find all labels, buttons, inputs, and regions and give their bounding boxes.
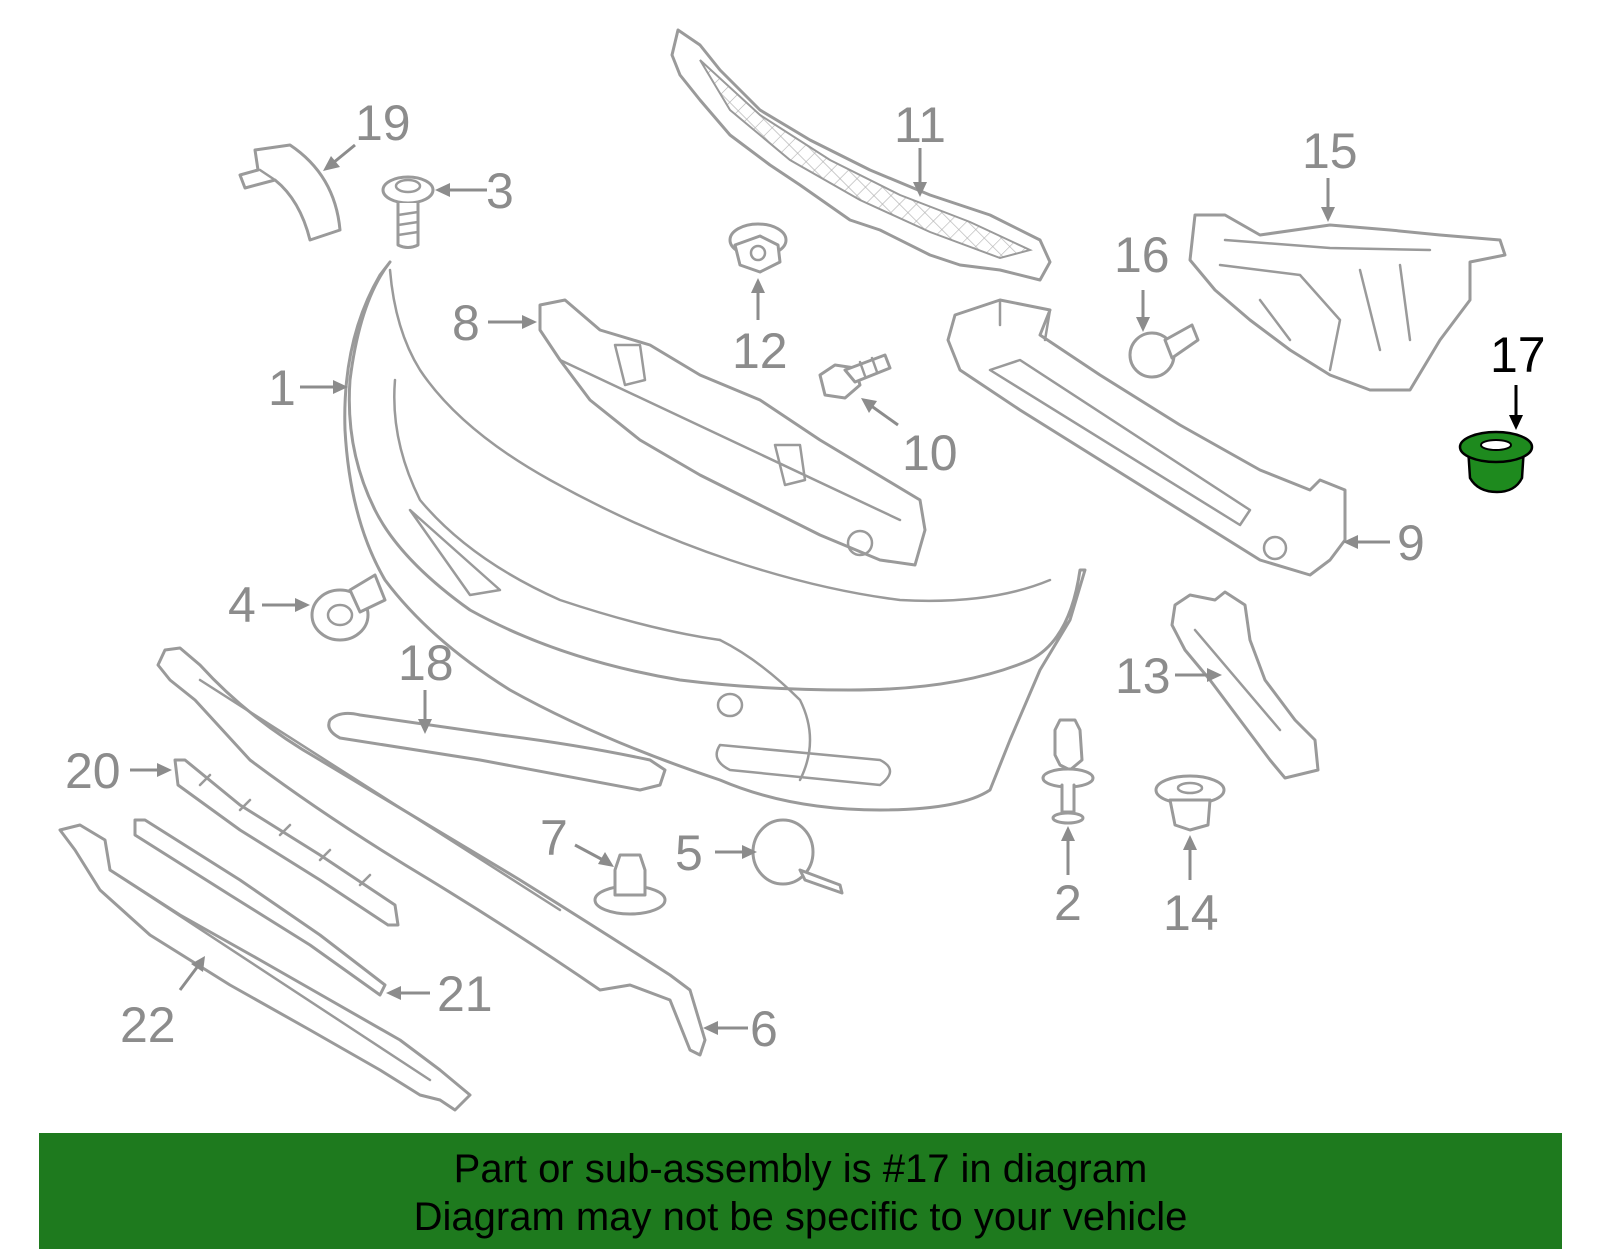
callout-18: 18 [398,635,454,734]
callout-4: 4 [228,577,310,633]
svg-text:7: 7 [540,810,568,866]
svg-text:15: 15 [1302,123,1358,179]
banner-line-disclaimer: Diagram may not be specific to your vehi… [413,1195,1188,1239]
callout-13: 13 [1115,648,1222,704]
svg-text:22: 22 [120,997,176,1053]
svg-text:2: 2 [1054,875,1082,931]
callout-9: 9 [1343,515,1425,571]
callout-7: 7 [540,810,614,867]
callout-2: 2 [1054,826,1082,931]
banner-line-part: Part or sub-assembly is #17 in diagram [453,1147,1148,1191]
svg-text:19: 19 [355,95,411,151]
svg-text:3: 3 [486,163,514,219]
part-2-rivet [1041,718,1095,825]
part-6-lip [156,646,707,1057]
callout-19: 19 [323,95,411,171]
callout-5: 5 [675,825,757,881]
svg-text:12: 12 [732,323,788,379]
svg-text:17: 17 [1490,327,1546,383]
part-16-pin [1128,323,1200,379]
part-9-beam [946,298,1347,577]
svg-text:1: 1 [268,360,296,416]
part-4-grommet [310,573,387,642]
part-18-strip [327,711,667,792]
part-21-trim [133,818,387,997]
part-5-cover [751,818,844,895]
callout-21: 21 [386,966,493,1022]
part-10-bolt [818,353,892,400]
svg-text:5: 5 [675,825,703,881]
callout-16: 16 [1114,227,1170,332]
part-1-bumper-cover [343,260,1087,812]
svg-text:21: 21 [437,966,493,1022]
svg-text:8: 8 [452,295,480,351]
svg-text:20: 20 [65,743,121,799]
callout-12: 12 [732,278,788,379]
callout-3: 3 [435,163,514,219]
svg-text:6: 6 [750,1001,778,1057]
callout-11: 11 [894,97,946,197]
svg-text:13: 13 [1115,648,1171,704]
callout-8: 8 [452,295,537,351]
part-17-highlighted-nut [1458,430,1534,494]
info-banner: Part or sub-assembly is #17 in diagram D… [39,1133,1562,1249]
svg-text:11: 11 [894,97,946,153]
part-14-nut [1154,774,1226,832]
callout-20: 20 [65,743,172,799]
callout-6: 6 [703,1001,778,1057]
svg-text:14: 14 [1163,885,1219,941]
part-13-bracket [1170,590,1320,780]
part-12-nut [728,222,788,274]
part-3-bolt [381,175,435,249]
part-11-support [670,28,1052,282]
part-8-absorber [538,298,927,567]
part-20-grille [173,758,400,927]
callout-10: 10 [861,398,958,481]
svg-text:9: 9 [1397,515,1425,571]
callout-1: 1 [268,360,348,416]
callout-15: 15 [1302,123,1358,222]
svg-text:10: 10 [902,425,958,481]
callout-22: 22 [120,956,205,1053]
callout-17: 17 [1490,327,1546,430]
callout-14: 14 [1163,835,1219,941]
part-22-valance [58,823,472,1112]
part-15-bracket [1188,213,1507,392]
svg-text:16: 16 [1114,227,1170,283]
svg-text:4: 4 [228,577,256,633]
svg-text:18: 18 [398,635,454,691]
part-19-trim [238,143,342,242]
part-7-clip [593,853,667,916]
